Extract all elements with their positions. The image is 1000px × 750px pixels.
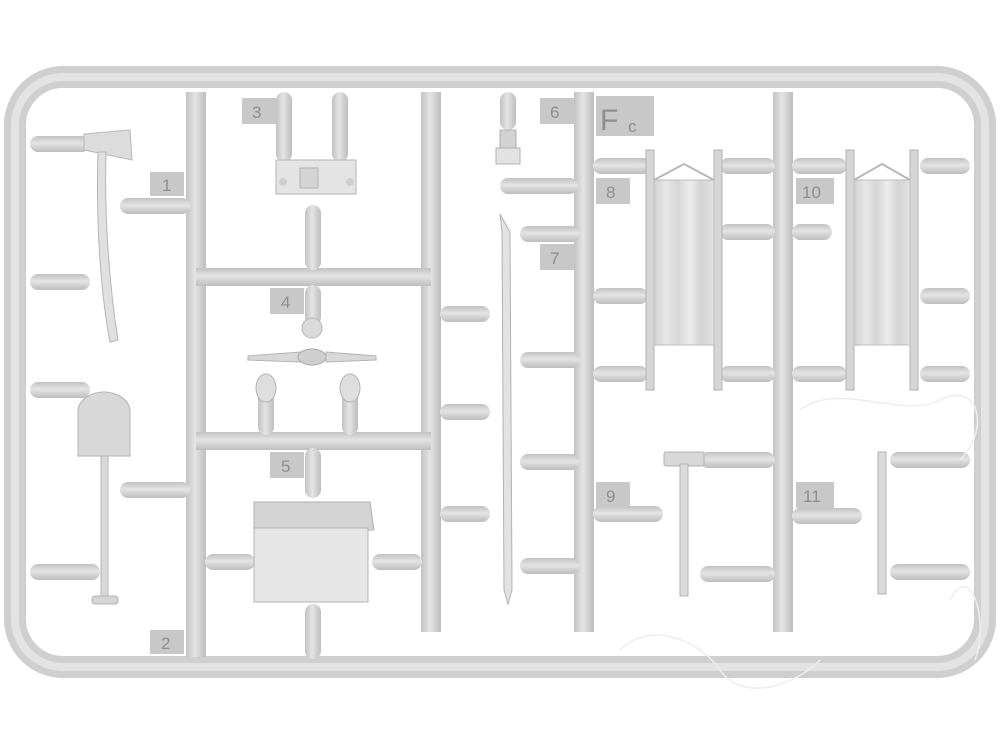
part-tag-9: 9 [596, 482, 630, 508]
part-number-tags: 1 2 3 4 5 6 7 8 [150, 96, 834, 654]
part-tag-4: 4 [270, 288, 304, 314]
svg-text:11: 11 [803, 487, 821, 506]
axe-part [83, 129, 133, 343]
svg-text:8: 8 [606, 183, 615, 202]
stretcher-right-part [845, 149, 919, 391]
crowbar-part [499, 213, 513, 606]
part-tag-2: 2 [150, 630, 184, 654]
sprue-frame-label: F c [596, 96, 654, 137]
svg-text:7: 7 [550, 249, 559, 268]
hammer-part [663, 451, 705, 597]
svg-text:5: 5 [281, 457, 290, 476]
part-tag-7: 7 [540, 244, 574, 270]
horizontal-runners [196, 268, 431, 450]
part-tag-10: 10 [796, 178, 834, 204]
handle-part [877, 451, 887, 595]
svg-text:6: 6 [550, 103, 559, 122]
part-tag-3: 3 [242, 98, 276, 124]
svg-text:F: F [600, 104, 618, 137]
gate-connectors [30, 136, 970, 582]
lantern-part [495, 129, 521, 165]
svg-text:3: 3 [252, 103, 261, 122]
part-tag-11: 11 [796, 482, 834, 508]
stretcher-left-part [645, 149, 723, 391]
svg-text:10: 10 [802, 183, 821, 202]
box-part [253, 501, 375, 603]
part-tag-8: 8 [596, 178, 630, 204]
pickaxe-head-part [247, 317, 377, 403]
svg-text:4: 4 [281, 293, 290, 312]
vertical-runners [186, 92, 793, 657]
part-tag-5: 5 [270, 452, 304, 478]
faint-sketch-marks [619, 394, 981, 689]
part-tag-1: 1 [150, 172, 184, 196]
svg-text:2: 2 [161, 634, 170, 653]
bracket-part [275, 159, 357, 195]
svg-text:1: 1 [162, 176, 171, 195]
svg-text:c: c [628, 117, 637, 136]
shovel-part [77, 391, 131, 605]
part-tag-6: 6 [540, 98, 574, 124]
svg-text:9: 9 [606, 487, 615, 506]
